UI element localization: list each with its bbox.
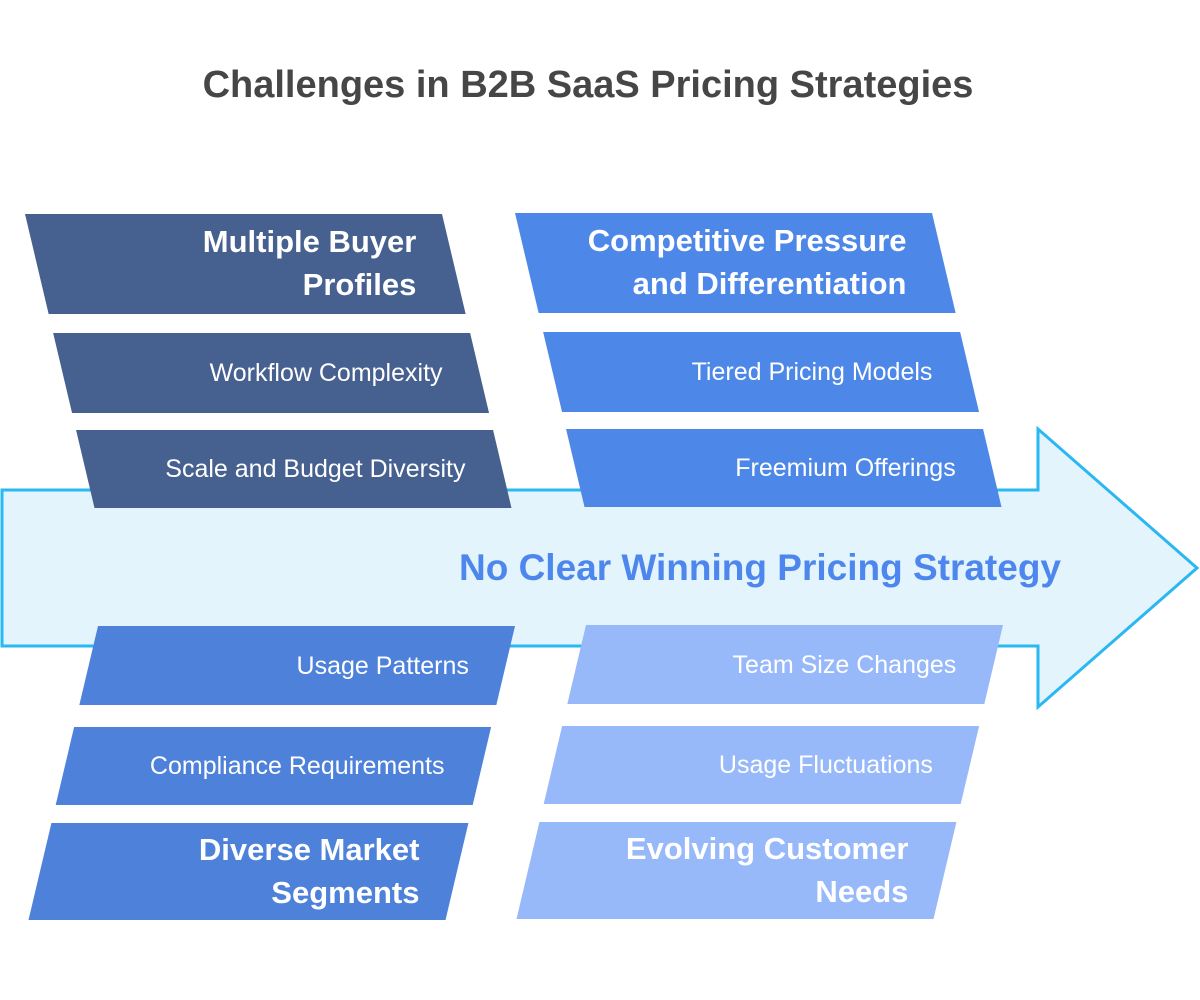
category-row: Usage Patterns (79, 626, 515, 705)
category-row: Team Size Changes (567, 625, 1003, 704)
category-row: Freemium Offerings (566, 429, 1002, 507)
category-row-label: Scale and Budget Diversity (165, 455, 466, 483)
category-header-label: Evolving Customer Needs (625, 830, 908, 909)
category-header: Competitive Pressure and Differentiation (515, 213, 956, 313)
top-left-block: Multiple Buyer Profiles Workflow Complex… (25, 214, 512, 508)
category-row-label: Freemium Offerings (734, 454, 956, 482)
category-row: Tiered Pricing Models (543, 332, 980, 412)
category-header-label: Multiple Buyer Profiles (203, 224, 417, 302)
category-row-label: Usage Patterns (296, 651, 469, 680)
category-row-label: Usage Fluctuations (718, 751, 933, 779)
category-header: Diverse Market Segments (28, 823, 469, 920)
category-header-label: Diverse Market Segments (199, 831, 420, 910)
category-row-label: Compliance Requirements (150, 752, 445, 780)
category-row-label: Tiered Pricing Models (691, 358, 933, 386)
category-row-label: Team Size Changes (732, 650, 957, 679)
bottom-left-block: Usage Patterns Compliance Requirements D… (28, 626, 515, 920)
category-row: Usage Fluctuations (543, 726, 980, 804)
category-row: Workflow Complexity (53, 333, 490, 413)
category-row-label: Workflow Complexity (209, 359, 443, 387)
category-row: Compliance Requirements (55, 727, 492, 805)
bottom-right-block: Team Size Changes Usage Fluctuations Evo… (516, 625, 1003, 919)
category-row: Scale and Budget Diversity (76, 430, 512, 508)
arrow-label: No Clear Winning Pricing Strategy (458, 547, 1062, 588)
category-header: Multiple Buyer Profiles (25, 214, 466, 314)
category-header: Evolving Customer Needs (516, 822, 957, 919)
page-title: Challenges in B2B SaaS Pricing Strategie… (202, 64, 974, 106)
top-right-block: Competitive Pressure and Differentiation… (515, 213, 1002, 507)
category-header-label: Competitive Pressure and Differentiation (588, 223, 907, 301)
